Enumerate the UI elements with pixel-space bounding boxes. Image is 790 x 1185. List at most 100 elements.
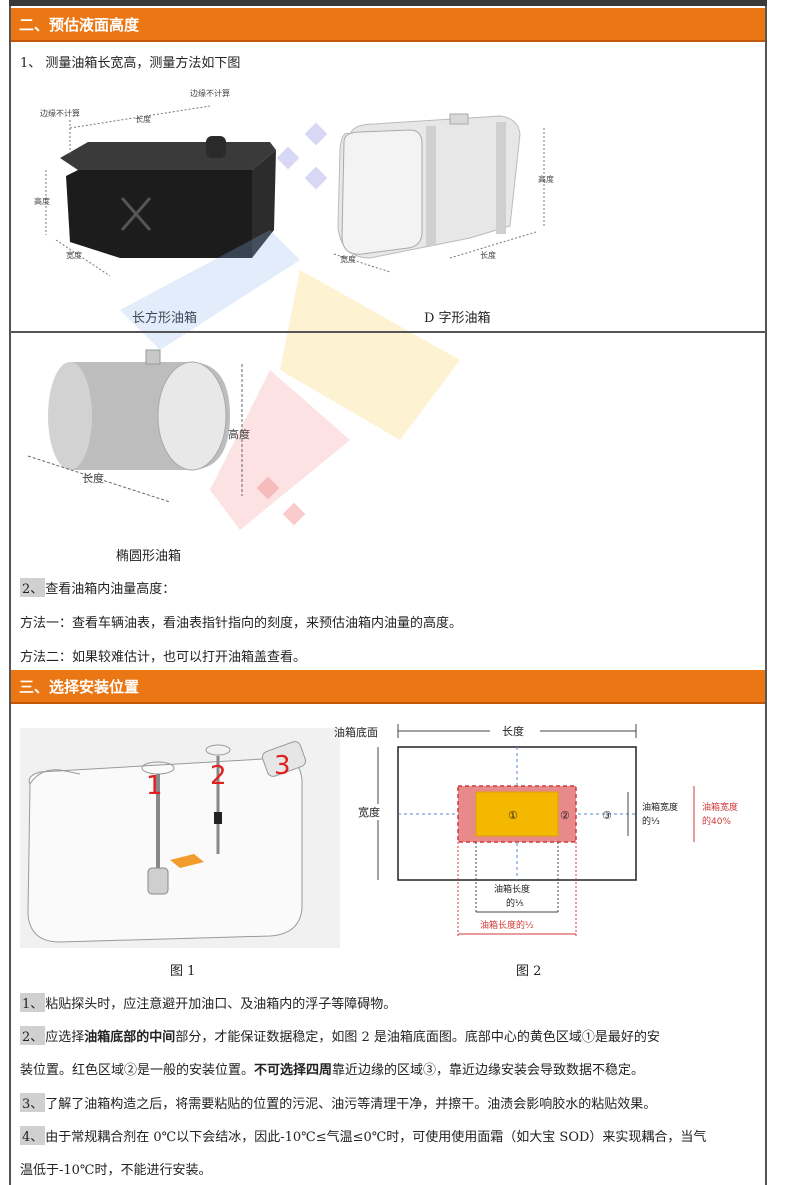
- p2-number: 2、: [20, 1026, 46, 1045]
- oval-tank-cap: [145, 349, 161, 365]
- d-tank-illustration: 高度 宽度 长度: [333, 113, 554, 273]
- fig2-zone1-label: ①: [508, 809, 518, 822]
- dim-guide: [449, 231, 537, 259]
- d-tank-strap: [496, 122, 506, 234]
- fig1-sensor-pad: [170, 854, 204, 868]
- rect-dim-top-left: 边缘不计算: [40, 108, 80, 118]
- rect-tank-side: [252, 150, 276, 258]
- fig2-zone3-label: ③: [602, 809, 612, 822]
- p4-a: 由于常规耦合剂在 0℃以下会结冰，因此-10℃≤气温≤0℃时，可使用使用面霜（如…: [45, 1130, 707, 1145]
- divider: [11, 331, 765, 333]
- rect-dim-width: 宽度: [66, 250, 82, 260]
- p2-c: 部分，才能保证数据稳定，如图 2 是油箱底面图。底部中心的黄色区域①是最好的安: [175, 1030, 660, 1045]
- method2-text: 方法二：如果较难估计，也可以打开油箱盖查看。: [20, 650, 307, 665]
- watermark-shape-red: [210, 370, 350, 530]
- section2-header: 二、预估液面高度: [11, 8, 765, 42]
- watermark-square: [282, 502, 306, 526]
- fig2-zone1: [475, 791, 559, 837]
- fig1-label-1: 1: [146, 771, 163, 801]
- fig1-caption: 图 1: [170, 964, 196, 979]
- top-bar: [9, 0, 767, 6]
- p3-line: 3、了解了油箱构造之后，将需要粘贴的位置的污泥、油污等清理干净，并擦干。油渍会影…: [20, 1093, 656, 1112]
- step2-text: 查看油箱内油量高度：: [45, 582, 176, 597]
- step1-text: 1、 测量油箱长宽高，测量方法如下图: [20, 56, 241, 71]
- fig2-length-half: 油箱长度的½: [480, 919, 534, 931]
- watermark-shape-blue: [120, 230, 300, 350]
- fig1-port-2: [205, 744, 231, 756]
- rect-tank-mark2: [120, 197, 152, 231]
- section3-title: 三、选择安装位置: [19, 678, 140, 696]
- fig1-label-3: 3: [274, 751, 291, 781]
- rect-dim-length: 长度: [135, 114, 151, 124]
- fig2-width-third-2: 的⅓: [642, 815, 660, 827]
- fig1-tank-edge: [29, 769, 81, 785]
- d-dim-width: 宽度: [340, 254, 356, 264]
- fig2-width-40-1: 油箱宽度: [702, 801, 738, 813]
- fig2-length: 长度: [502, 724, 524, 738]
- watermark-shape-yellow: [280, 270, 460, 440]
- dim-guide: [55, 239, 111, 277]
- d-tank-strap: [426, 126, 436, 246]
- section3-header: 三、选择安装位置: [11, 670, 765, 704]
- d-tank-caption: D 字形油箱: [424, 311, 491, 326]
- method1-text: 方法一：查看车辆油表，看油表指针指向的刻度，来预估油箱内油量的高度。: [20, 616, 463, 631]
- p2-d: 装位置。红色区域②是一般的安装位置。: [20, 1063, 255, 1078]
- dim-guide: [333, 253, 391, 273]
- rect-tank-front: [66, 170, 252, 258]
- oval-tank-caption: 椭圆形油箱: [116, 549, 182, 564]
- d-tank-face: [341, 129, 423, 255]
- fig1-tank-outline: [27, 757, 303, 943]
- oval-tank-end: [48, 362, 92, 470]
- fig2-length-fifth-2: 的⅕: [506, 897, 524, 909]
- p2-line1: 2、应选择油箱底部的中间部分，才能保证数据稳定，如图 2 是油箱底面图。底部中心…: [20, 1026, 660, 1045]
- page-frame: [9, 0, 767, 1185]
- fig2-label-bg: [490, 724, 540, 738]
- d-dim-length: 长度: [480, 250, 496, 260]
- p4-line1: 4、由于常规耦合剂在 0℃以下会结冰，因此-10℃≤气温≤0℃时，可使用使用面霜…: [20, 1126, 706, 1145]
- fig2-zone2-label: ②: [560, 809, 570, 822]
- watermark-square: [304, 166, 328, 190]
- rect-dim-top-right: 边缘不计算: [190, 88, 230, 98]
- fig2-width: 宽度: [358, 805, 380, 819]
- fig2-tank-bottom: 油箱底面 长度 宽度 ① ② ③ 油箱宽度 的⅓ 油箱宽度 的40% 油箱长度 …: [334, 724, 738, 938]
- p2-line2: 装位置。红色区域②是一般的安装位置。不可选择四周靠近边缘的区域③，靠近边缘安装会…: [20, 1059, 644, 1078]
- fig2-width-third-1: 油箱宽度: [642, 801, 678, 813]
- fig1-label-2: 2: [210, 761, 227, 791]
- d-dim-height: 高度: [538, 174, 554, 184]
- p4-line2: 温低于-10℃时，不能进行安装。: [20, 1163, 212, 1178]
- watermark-square: [304, 122, 328, 146]
- oval-tank-face: [157, 361, 227, 471]
- fig2-label-bg: [356, 804, 394, 820]
- rect-tank-cap: [206, 136, 226, 158]
- fig1-float: [147, 867, 169, 895]
- step2-number: 2、: [20, 578, 46, 597]
- p2-e: 不可选择四周: [254, 1063, 333, 1078]
- step2-line: 2、查看油箱内油量高度：: [20, 578, 175, 597]
- oval-dim-length: 长度: [82, 471, 104, 485]
- watermark-logo: [120, 122, 460, 530]
- oval-dim-height: 高度: [228, 427, 250, 441]
- fig2-length-fifth-1: 油箱长度: [494, 883, 530, 895]
- fig1-filler-neck: [261, 741, 307, 777]
- p3-text: 了解了油箱构造之后，将需要粘贴的位置的污泥、油污等清理干净，并擦干。油渍会影响胶…: [45, 1097, 657, 1112]
- d-tank-cap: [449, 113, 469, 125]
- p4-number: 4、: [20, 1126, 46, 1145]
- rect-tank-caption: 长方形油箱: [132, 311, 198, 326]
- p1-number: 1、: [20, 993, 46, 1012]
- rect-dim-height: 高度: [34, 196, 50, 206]
- fig2-bottom-label: 油箱底面: [334, 725, 378, 739]
- p1-text: 粘贴探头时，应注意避开加油口、及油箱内的浮子等障碍物。: [45, 997, 397, 1012]
- fig1-sensor-block: [214, 812, 222, 824]
- p1-line: 1、粘贴探头时，应注意避开加油口、及油箱内的浮子等障碍物。: [20, 993, 396, 1012]
- section2-title: 二、预估液面高度: [19, 16, 140, 34]
- fig2-width-40-2: 的40%: [702, 815, 731, 827]
- p2-f: 靠近边缘的区域③，靠近边缘安装会导致数据不稳定。: [332, 1063, 645, 1078]
- p2-a: 应选择: [45, 1030, 85, 1045]
- p3-number: 3、: [20, 1093, 46, 1112]
- rect-tank-illustration: 边缘不计算 边缘不计算 长度 高度 宽度: [34, 88, 276, 277]
- fig1-tank-cutaway: 1 2 3: [20, 728, 340, 948]
- fig2-caption: 图 2: [516, 964, 542, 979]
- watermark-square: [276, 146, 300, 170]
- p2-b: 油箱底部的中间: [84, 1030, 176, 1045]
- oval-tank-illustration: 高度 长度: [27, 349, 250, 503]
